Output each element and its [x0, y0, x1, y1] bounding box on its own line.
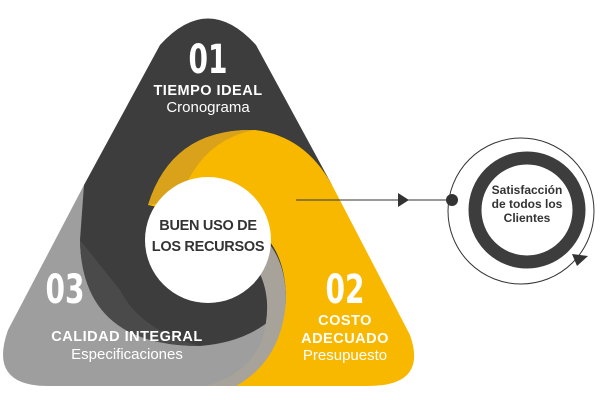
- segment-01-subtitle: Cronograma: [166, 99, 250, 116]
- center-circle: [145, 177, 271, 303]
- segment-03-subtitle: Especificaciones: [71, 346, 183, 363]
- goal-line3: Clientes: [503, 210, 551, 225]
- center-label-line2: LOS RECURSOS: [151, 239, 265, 255]
- goal-ring: [468, 151, 586, 269]
- cycle-outer-ring: [447, 137, 595, 285]
- cycle-arrowhead-icon: [572, 254, 588, 266]
- segment-02-subtitle: Presupuesto: [302, 347, 388, 364]
- segment-02-title-line1: COSTO: [318, 313, 372, 329]
- segment-03-title: CALIDAD INTEGRAL: [51, 329, 203, 345]
- goal-label: Satisfacción de todos los Clientes: [491, 183, 563, 225]
- segment-01-title: TIEMPO IDEAL: [153, 83, 263, 99]
- segment-02-title-line2: ADECUADO: [301, 331, 389, 347]
- center-label-line1: BUEN USO DE: [159, 218, 257, 234]
- segment-01-number: 01: [188, 37, 228, 83]
- segment-03-number: 03: [45, 267, 85, 313]
- arrowhead-icon: [398, 193, 409, 207]
- connector-dot: [446, 194, 458, 206]
- segment-01-shadow: [80, 240, 200, 346]
- segment-03-band: [205, 240, 286, 386]
- goal-line1: Satisfacción: [491, 183, 563, 197]
- segment-02-number: 02: [325, 267, 365, 313]
- segment-02-shadow: [148, 129, 255, 205]
- goal-line2: de todos los: [491, 196, 563, 211]
